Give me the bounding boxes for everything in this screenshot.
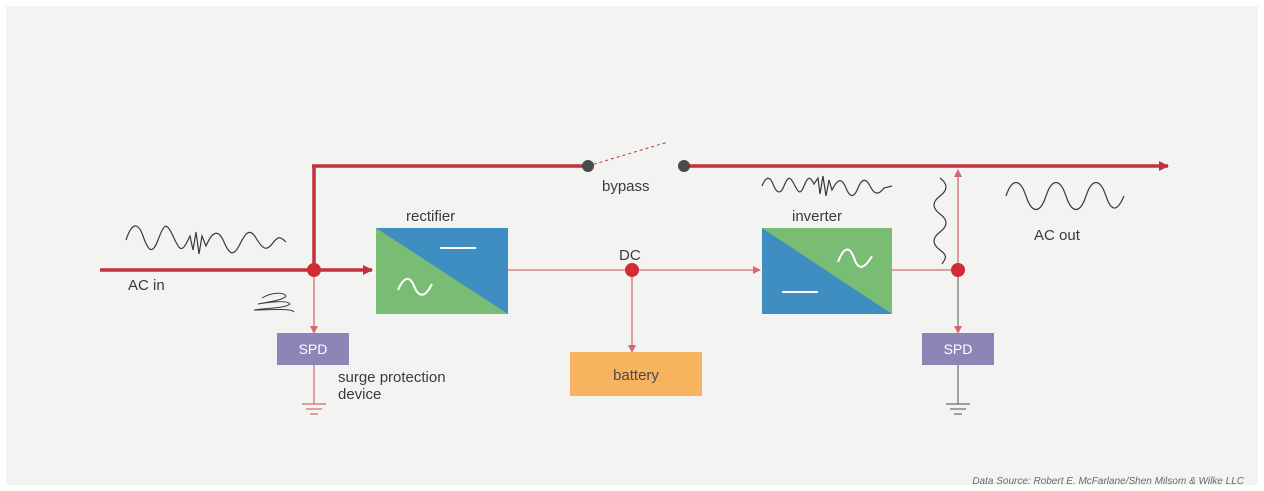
ac-sine-icon	[397, 278, 433, 296]
ac-in-noisy-waveform-icon	[125, 225, 287, 255]
inverter-noisy-waveform-icon	[761, 175, 893, 197]
bypass-switch-contact-left	[582, 160, 594, 172]
dc-label: DC	[619, 247, 641, 264]
bypass-switch-contact-right	[678, 160, 690, 172]
data-source-caption: Data Source: Robert E. McFarlane/Shen Mi…	[972, 476, 1244, 487]
ground-icon	[946, 403, 970, 415]
rectifier-label: rectifier	[406, 208, 455, 225]
dc-junction-node	[625, 263, 639, 277]
surge-vertical-squiggle-icon	[933, 177, 947, 265]
output-junction-node	[951, 263, 965, 277]
battery-label: battery	[613, 367, 659, 384]
surge-protection-label-line2: device	[338, 386, 381, 403]
ground-icon	[302, 403, 326, 415]
surge-coil-icon	[253, 292, 295, 313]
ac-in-label: AC in	[128, 277, 165, 294]
ac-sine-icon	[837, 248, 873, 268]
inverter-block	[762, 228, 892, 314]
bypass-label: bypass	[602, 178, 650, 195]
rectifier-block	[376, 228, 508, 314]
spd-box-right	[922, 333, 994, 365]
spd-left-label: SPD	[299, 341, 328, 357]
spd-box-left	[277, 333, 349, 365]
inverter-label: inverter	[792, 208, 842, 225]
battery-box	[570, 352, 702, 396]
surge-protection-label-line1: surge protection	[338, 369, 446, 386]
ac-out-sine-waveform-icon	[1005, 181, 1125, 211]
input-junction-node	[307, 263, 321, 277]
spd-right-label: SPD	[944, 341, 973, 357]
bypass-switch-blade	[587, 141, 669, 167]
ac-out-label: AC out	[1034, 227, 1081, 244]
diagram-panel	[6, 6, 1258, 485]
